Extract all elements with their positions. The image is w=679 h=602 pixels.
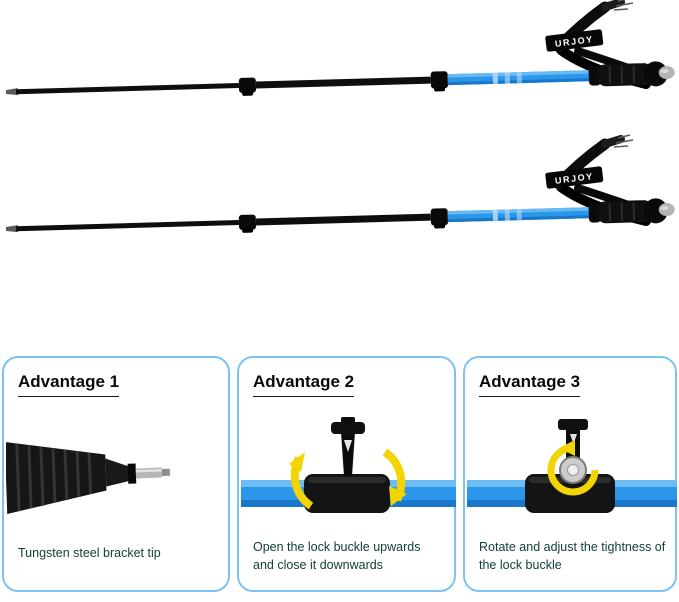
panel-caption: Open the lock buckle upwards and close i… [253,539,421,572]
advantage-panel-1: Advantage 1 Tungsten steel bracket tip [2,356,230,592]
rubber-grip [6,442,107,514]
advantage-panel-2: Advantage 2 Open the lock buckle upwards… [237,356,456,592]
tip-photo [6,442,171,514]
trekking-pole-2 [6,135,675,241]
lock-lever [341,432,355,476]
poles-illustration: URJOY [0,0,679,352]
lock-collar [304,474,390,513]
panel-caption: Rotate and adjust the tightness of the l… [479,539,666,572]
panel-caption: Tungsten steel bracket tip [18,545,161,560]
rotate-arrow-icon [547,444,599,496]
lock-buckle-photo [241,417,456,513]
advantage-panel-3: Advantage 3 Rotate and adjust the tightn… [463,356,677,592]
panel-title: Advantage 2 [253,372,355,397]
panel-title: Advantage 1 [18,372,120,397]
trekking-pole-1 [6,0,675,104]
panel-title: Advantage 3 [479,372,581,397]
rotate-buckle-photo [467,419,677,513]
